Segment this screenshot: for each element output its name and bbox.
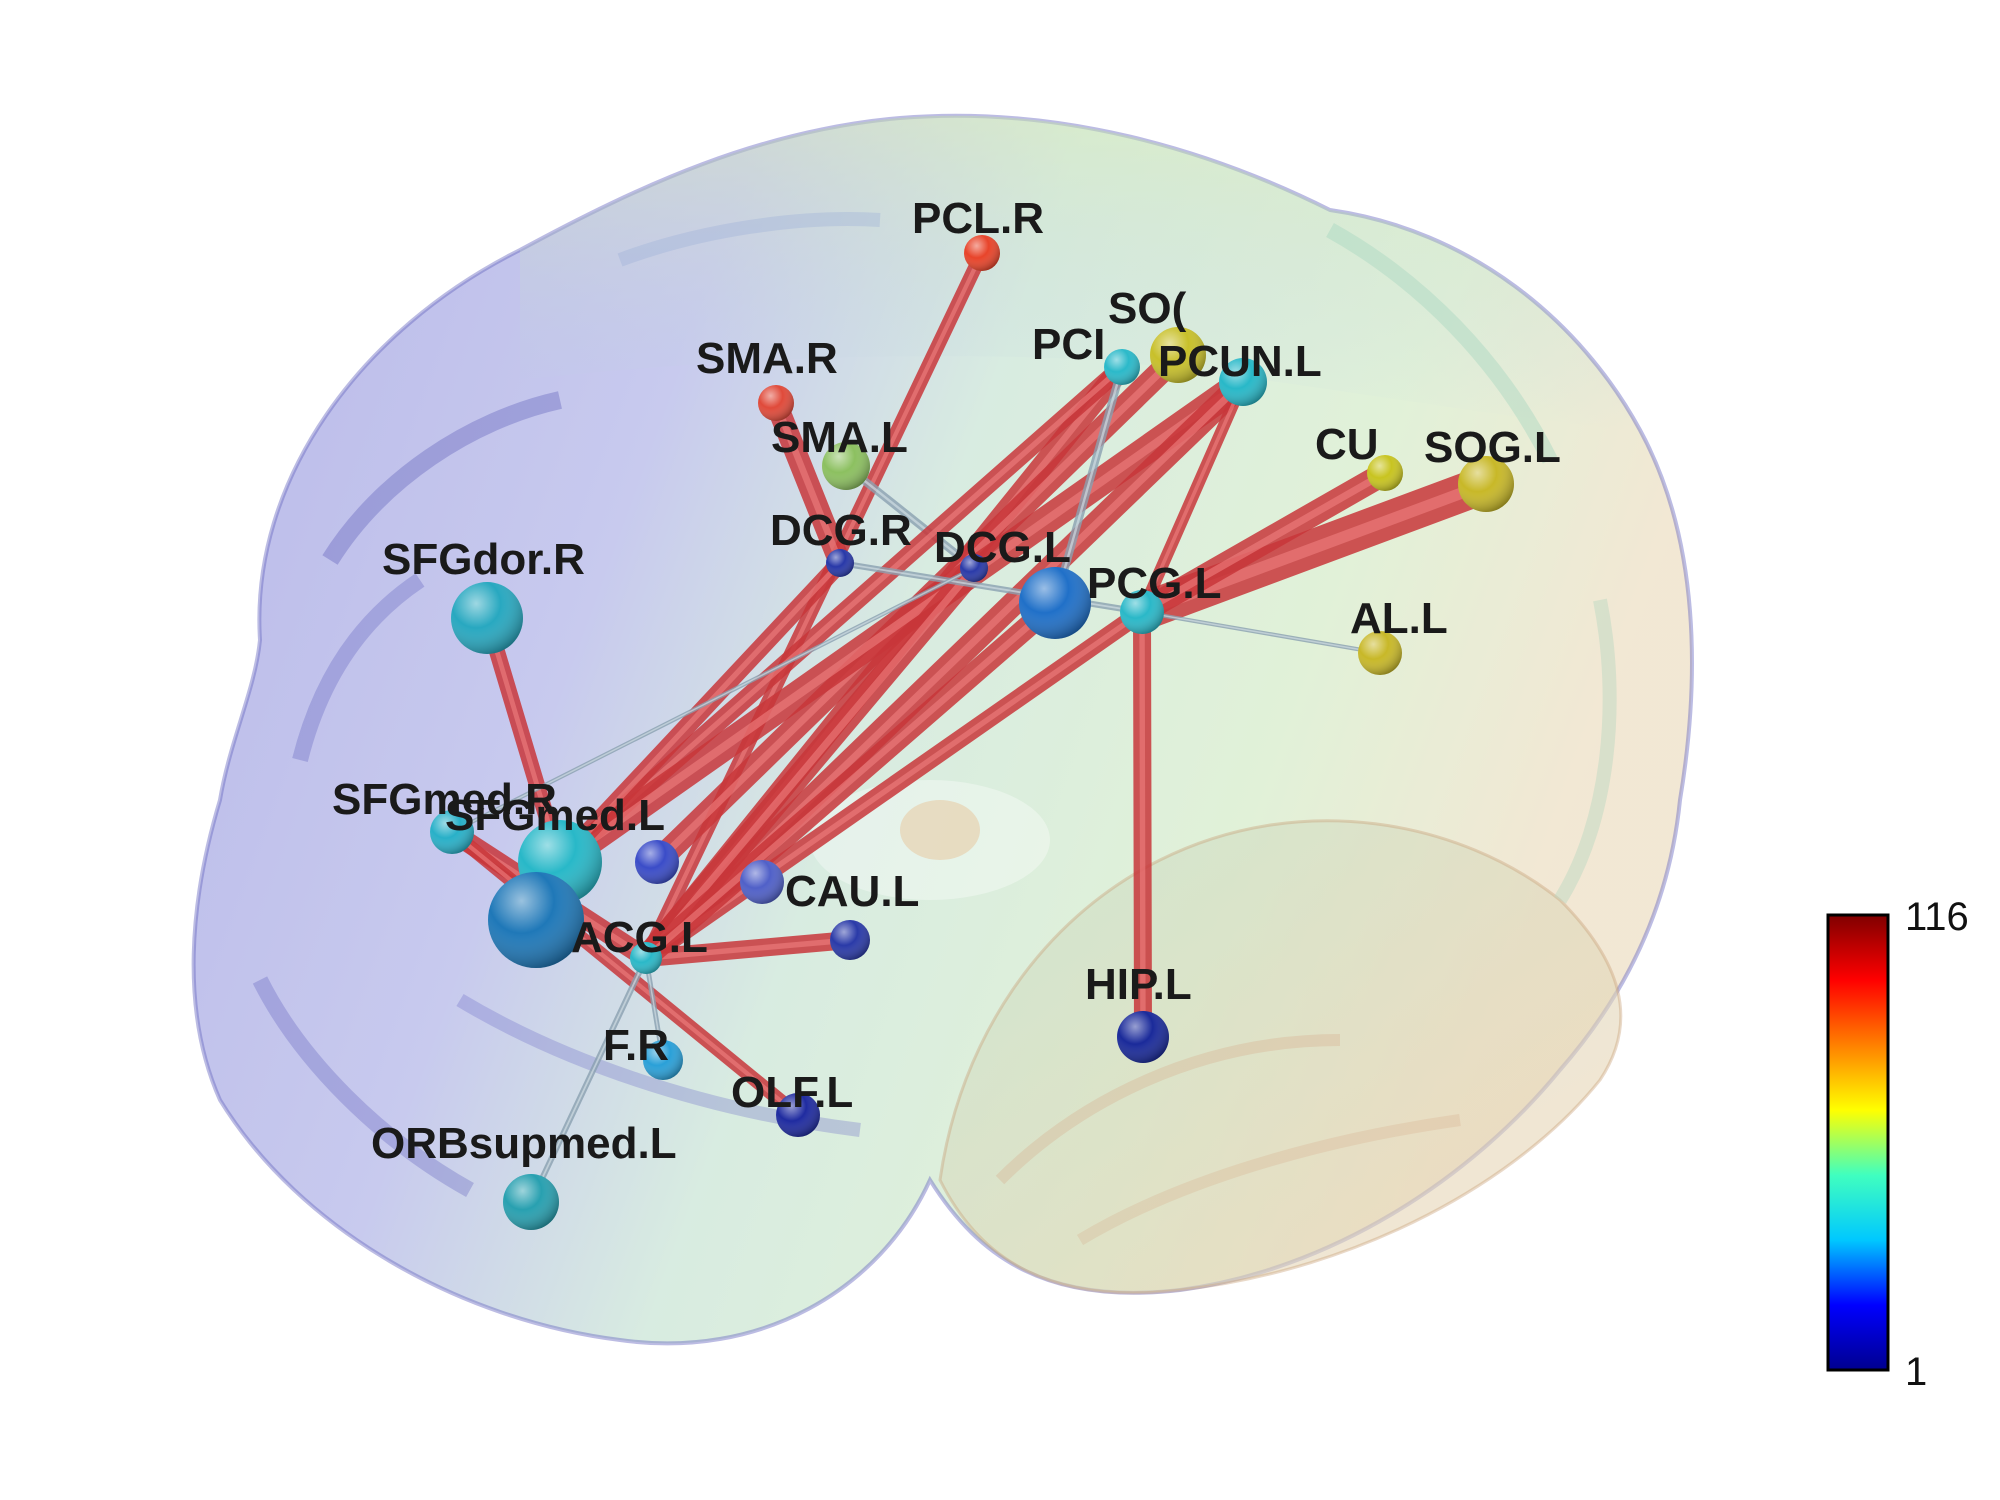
label-hip_l: HIP.L xyxy=(1085,960,1192,1009)
label-acg_l: ACG.L xyxy=(571,913,708,962)
edge-highlight-dcg_r-pcg_l xyxy=(839,562,1143,613)
label-ang_l: AL.L xyxy=(1350,594,1448,643)
edge-highlight-pcun_l-pcg_l xyxy=(1140,380,1245,614)
node-shade-sfgdor_r xyxy=(451,582,523,654)
node-shade-acg_l xyxy=(630,942,662,974)
edge-highlight-cun_l-pcg_l xyxy=(1138,469,1389,616)
edge-highlight-acg_l-orbsupmed_l xyxy=(530,957,647,1203)
label-olf_r: F.R xyxy=(603,1021,669,1070)
edge-highlight-pcun_r-pcg_r xyxy=(1053,365,1124,605)
label-pcg_l: PCG.L xyxy=(1087,559,1221,608)
connection-edges xyxy=(442,246,1505,1205)
label-sma_r: SMA.R xyxy=(696,334,838,383)
label-sfgmed_l: SFGmed.L xyxy=(445,791,665,840)
colorbar: 116 1 xyxy=(1826,895,1969,1394)
node-shade-sfgmed_r xyxy=(430,810,474,854)
node-shade-cun_l xyxy=(1367,455,1403,491)
edge-highlight-sma_l-dcg_l xyxy=(844,464,976,570)
edge-highlight-sma_r-dcg_r xyxy=(772,399,844,567)
edge-highlight-pcl_r-acg_l xyxy=(643,250,985,961)
brain-surface xyxy=(191,113,1694,1346)
label-pcl_r: PCL.R xyxy=(912,194,1044,243)
label-dcg_r: DCG.R xyxy=(770,506,912,555)
node-shade-ang_l xyxy=(1358,631,1402,675)
edge-highlight-sfgmed_r-olf_l xyxy=(449,829,801,1118)
edge-highlight-acg_l-cau_l xyxy=(643,937,853,961)
node-shade-pcl_r xyxy=(964,235,1000,271)
label-cau_l: CAU.L xyxy=(785,867,919,916)
node-shade-pcun_l xyxy=(1219,358,1267,406)
node-shade-dcg_l xyxy=(960,554,988,582)
colorbar-max-label: 116 xyxy=(1905,895,1969,939)
label-sog_l: SOG.L xyxy=(1424,423,1561,472)
label-sfgdor_r: SFGdor.R xyxy=(382,535,585,584)
node-shade-sog_r xyxy=(1150,327,1206,383)
node-shade-sma_r xyxy=(758,385,794,421)
edge-highlight-pcun_l-sfgmed_l xyxy=(555,377,1248,867)
colorbar-min-label: 1 xyxy=(1905,1350,1927,1394)
label-sfgmed_r: SFGmed.R xyxy=(332,775,557,824)
edge-highlight-dcg_l-acg_l xyxy=(642,564,978,962)
label-sma_l: SMA.L xyxy=(771,413,908,462)
edge-highlight-dcg_r-sfgmed_l xyxy=(557,560,843,865)
node-shade-hip_l xyxy=(1117,1011,1169,1063)
node-shade-pcg_l xyxy=(1120,590,1164,634)
node-shade-acg_r xyxy=(488,872,584,968)
node-shade-pcun_r xyxy=(1104,349,1140,385)
label-sog_r: SO( xyxy=(1108,284,1187,333)
node-shade-orbsupmed_l xyxy=(503,1174,559,1230)
node-shade-acg_node xyxy=(635,840,679,884)
label-pcun_l: PCUN.L xyxy=(1158,337,1322,386)
edge-highlight-pcg_r-acg_l xyxy=(642,599,1059,962)
node-shade-dcg_r xyxy=(826,549,854,577)
edge-highlight-dcg_l-sfgmed_r xyxy=(451,567,975,833)
node-shade-cau_r xyxy=(740,860,784,904)
edge-highlight-pcg_l-hip_l xyxy=(1139,609,1146,1040)
node-shade-olf_r xyxy=(643,1040,683,1080)
label-cun_l: CU xyxy=(1315,420,1379,469)
node-shade-pcg_r xyxy=(1019,567,1091,639)
label-pcun_r: PCI xyxy=(1032,320,1105,369)
node-shade-cau_l xyxy=(830,920,870,960)
edge-highlight-pcg_l-ang_l xyxy=(1141,611,1381,654)
node-shade-olf_l xyxy=(776,1093,820,1137)
label-dcg_l: DCG.L xyxy=(934,523,1071,572)
node-shade-sog_l xyxy=(1458,456,1514,512)
node-shade-sma_l xyxy=(822,442,870,490)
label-olf_l: OLF.L xyxy=(731,1068,853,1117)
edge-highlight-sfgdor_r-sfgmed_l xyxy=(484,615,563,865)
colorbar-bar xyxy=(1826,913,1890,1372)
region-nodes xyxy=(430,235,1514,1230)
label-orbsupmed_l: ORBsupmed.L xyxy=(371,1119,677,1168)
